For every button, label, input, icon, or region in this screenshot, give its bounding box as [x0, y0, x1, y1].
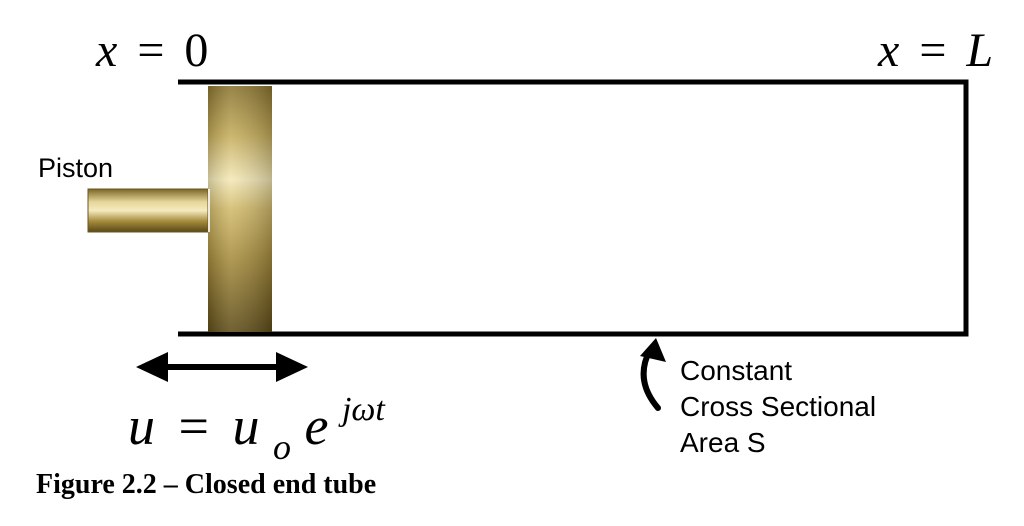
label-x-zero: x = 0 — [95, 24, 208, 77]
double-arrow-icon — [136, 352, 308, 382]
figure-caption: Figure 2.2 – Closed end tube — [36, 469, 376, 500]
velocity-equation: u = u o e jωt — [128, 391, 386, 471]
curved-pointer-arrow-icon — [640, 338, 666, 411]
piston-rod — [88, 189, 208, 232]
label-x-length: x = L — [877, 24, 993, 77]
area-annotation: Constant Cross Sectional Area S — [680, 355, 884, 458]
tube-outline — [178, 79, 969, 337]
piston-label: Piston — [38, 153, 113, 183]
